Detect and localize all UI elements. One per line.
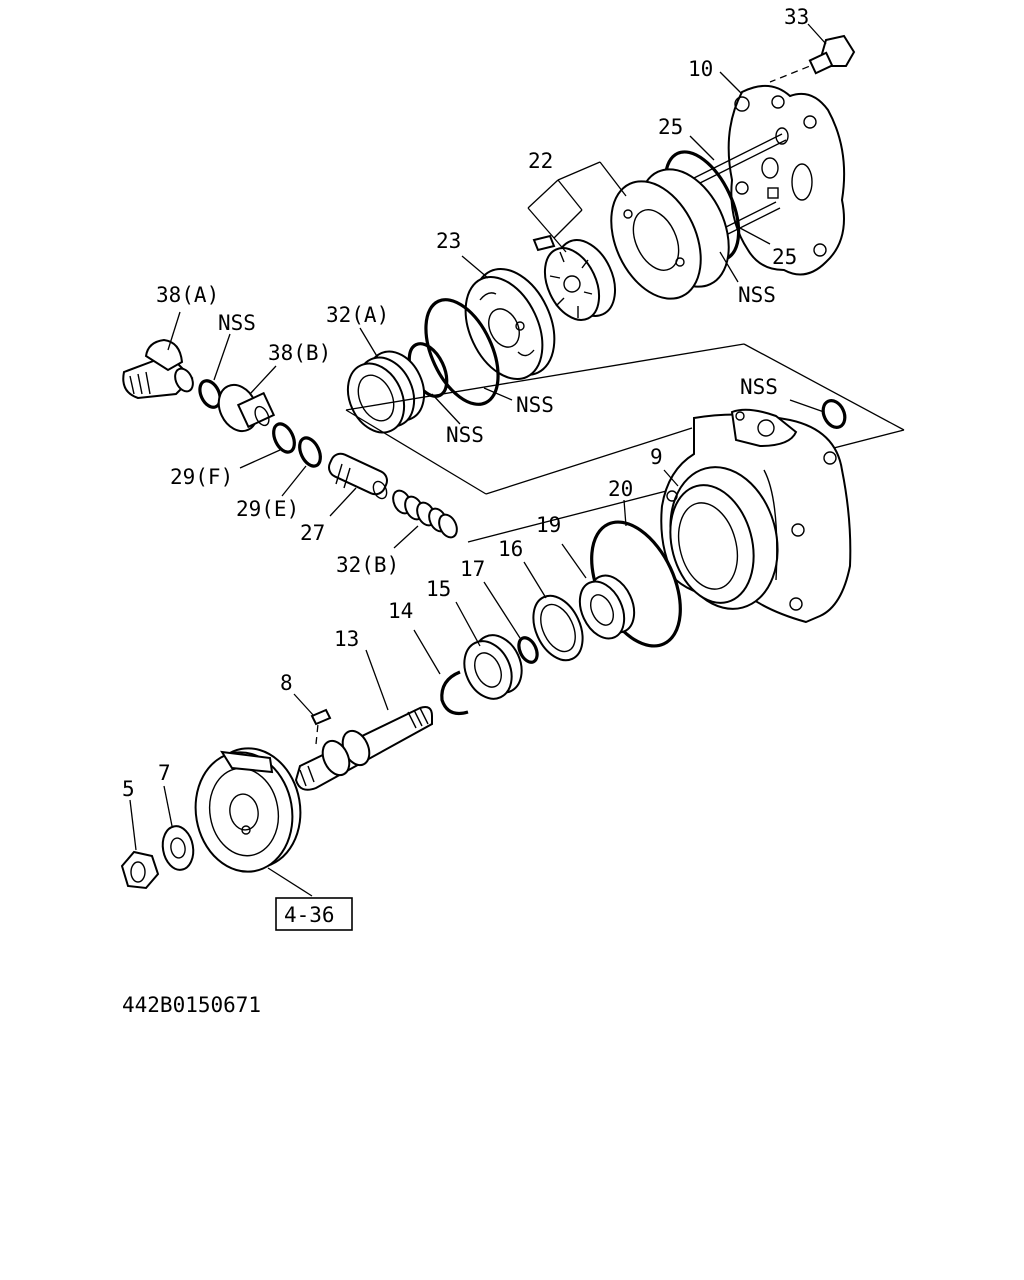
- reference-box-label: 4-36: [284, 903, 335, 927]
- label-32a: 32(A): [326, 303, 389, 327]
- label-22: 22: [528, 149, 553, 173]
- label-5: 5: [122, 777, 135, 801]
- label-8: 8: [280, 671, 293, 695]
- part-27-valve: [328, 452, 388, 500]
- leader-lines: [129, 23, 827, 897]
- part-16-washer: [532, 594, 584, 662]
- part-32a-spring: [346, 350, 426, 434]
- o-ring-nss-housing: [821, 399, 847, 429]
- part-5-nut: [120, 850, 160, 890]
- label-38a: 38(A): [156, 283, 219, 307]
- label-7: 7: [158, 761, 171, 785]
- part-32b-spring: [392, 489, 458, 539]
- label-20: 20: [608, 477, 633, 501]
- label-23: 23: [436, 229, 461, 253]
- label-17: 17: [460, 557, 485, 581]
- part-17-snap-ring: [517, 636, 539, 664]
- part-33-bolt: [769, 34, 856, 83]
- label-32b: 32(B): [336, 553, 399, 577]
- o-ring-29f: [272, 422, 296, 454]
- label-25-upper: 25: [658, 115, 683, 139]
- part-9-pump-housing: [660, 408, 852, 624]
- part-15-bearing: [463, 634, 523, 700]
- label-nss-housing: NSS: [740, 375, 778, 399]
- label-13: 13: [334, 627, 359, 651]
- part-14-circlip: [440, 670, 469, 716]
- part-7-washer: [161, 825, 195, 871]
- label-29e: 29(E): [236, 497, 299, 521]
- label-nss-cover: NSS: [738, 283, 776, 307]
- label-nss-seal: NSS: [446, 423, 484, 447]
- label-27: 27: [300, 521, 325, 545]
- part-22-cam-ring: [610, 168, 730, 300]
- o-ring-29e: [298, 436, 322, 468]
- reference-box-4-36[interactable]: 4-36: [275, 897, 353, 931]
- label-38b: 38(B): [268, 341, 331, 365]
- label-16: 16: [498, 537, 523, 561]
- part-22-vane: [532, 234, 556, 252]
- drawing-code: 442B0150671: [122, 993, 261, 1017]
- pulley-ref-4-36: [194, 747, 302, 873]
- label-14: 14: [388, 599, 413, 623]
- label-nss-ring: NSS: [516, 393, 554, 417]
- label-10: 10: [688, 57, 713, 81]
- part-10-rear-cover: [727, 85, 846, 276]
- label-9: 9: [650, 445, 663, 469]
- label-nss-38a: NSS: [218, 311, 256, 335]
- o-ring-nss-38a: [198, 379, 222, 409]
- o-ring-nss-plate: [424, 298, 500, 406]
- part-38b-connector: [217, 383, 276, 433]
- part-13-shaft: [294, 706, 433, 791]
- label-29f: 29(F): [170, 465, 233, 489]
- part-labels: 33 10 25 22 25 NSS 23 38(A) NSS 32(A) 38…: [122, 5, 809, 801]
- part-19-oil-seal: [578, 574, 636, 640]
- part-8-key: [310, 708, 332, 726]
- label-19: 19: [536, 513, 561, 537]
- label-15: 15: [426, 577, 451, 601]
- label-33: 33: [784, 5, 809, 29]
- label-25-lower: 25: [772, 245, 797, 269]
- part-22-rotor: [543, 239, 617, 321]
- part-38a-elbow-fitting: [122, 338, 194, 400]
